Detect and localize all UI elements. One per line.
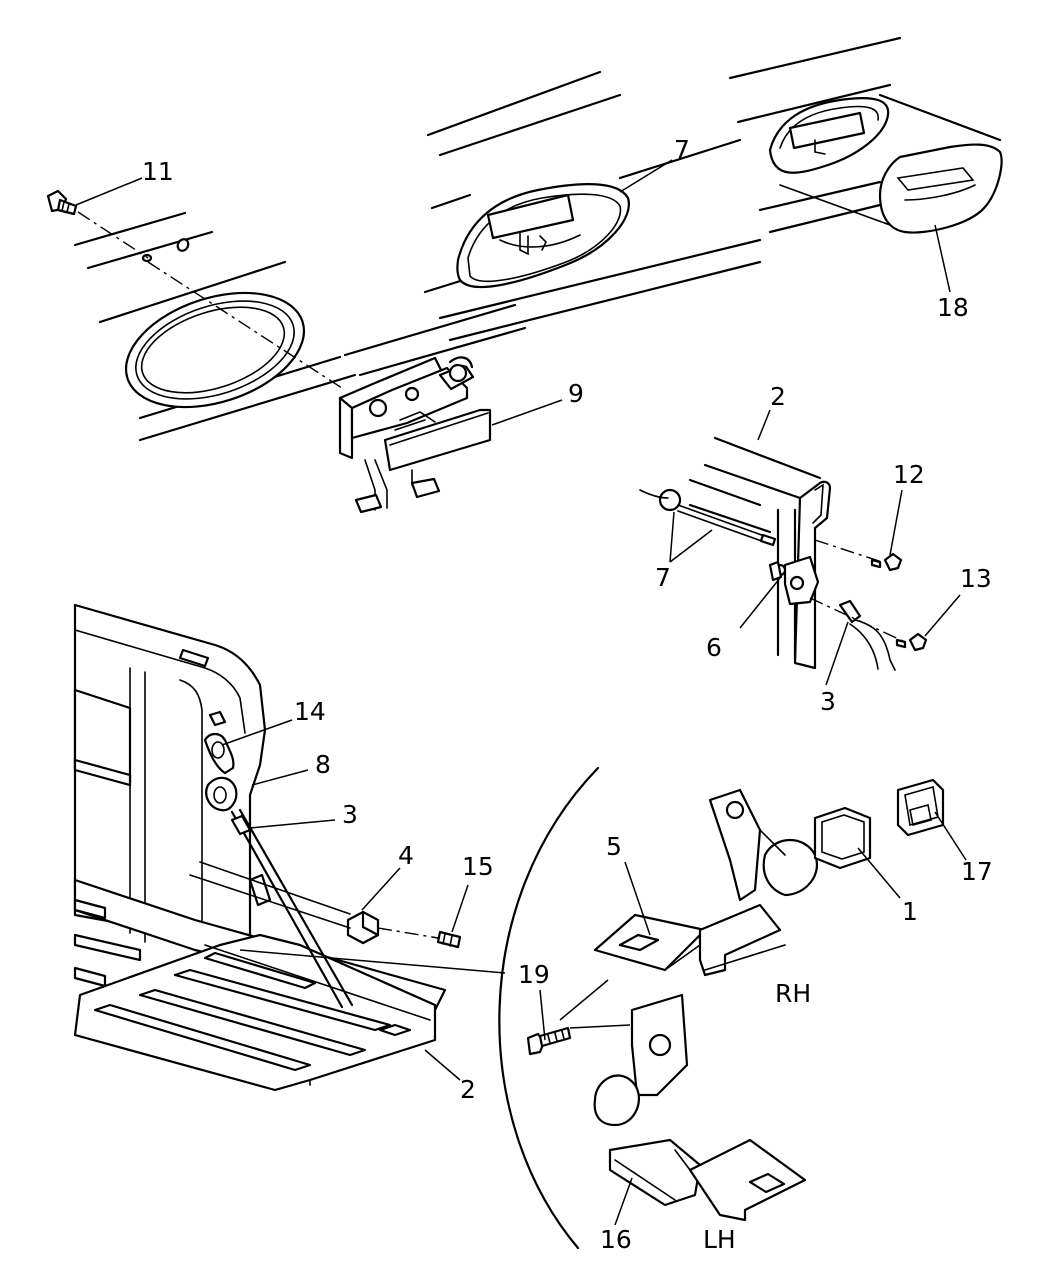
bolt-11-part: [46, 189, 78, 216]
callout-9: 9: [568, 379, 584, 408]
tailgate-side-latch: [639, 436, 928, 671]
callout-2-bottom: 2: [460, 1075, 476, 1104]
callout-7-bezel: 7: [674, 135, 690, 164]
detail-circle-arc: [498, 766, 600, 1250]
callout-2-top: 2: [770, 382, 786, 411]
cap-17-part: [896, 778, 945, 837]
side-labels: RH LH: [703, 979, 811, 1254]
callout-11: 11: [142, 157, 174, 186]
bushing-1-part: [813, 806, 872, 870]
callout-7-cable: 7: [655, 563, 671, 592]
tailgate-opening-panel: [73, 211, 527, 442]
callout-12: 12: [893, 460, 925, 489]
callout-16: 16: [600, 1225, 632, 1254]
callout-1: 1: [902, 897, 918, 926]
leader-lines: [75, 159, 967, 1226]
callouts: 11 7 18 9 2 12 13 7 6 3 14 8 3 4 15 2 5 …: [142, 135, 993, 1254]
callout-13: 13: [960, 564, 992, 593]
truck-bed-tailgate: [73, 603, 462, 1092]
rh-hinge-bracket: [593, 788, 818, 977]
callout-18: 18: [937, 293, 969, 322]
cup-panel-18: [728, 36, 1003, 234]
callout-6: 6: [706, 633, 722, 662]
lh-label: LH: [703, 1225, 736, 1254]
bezel-panel-7: [423, 70, 762, 342]
callout-17: 17: [961, 857, 993, 886]
callout-15: 15: [462, 852, 494, 881]
rh-label: RH: [775, 979, 811, 1008]
callout-5: 5: [606, 832, 622, 861]
bolt-19-part: [526, 1026, 572, 1056]
callout-14: 14: [294, 697, 326, 726]
handle-assembly-9: [338, 356, 492, 514]
callout-3-cable: 3: [342, 800, 358, 829]
callout-19: 19: [518, 960, 550, 989]
callout-8: 8: [315, 750, 331, 779]
lh-hinge-bracket: [593, 993, 807, 1222]
callout-3-rod: 3: [820, 687, 836, 716]
callout-4: 4: [398, 841, 414, 870]
